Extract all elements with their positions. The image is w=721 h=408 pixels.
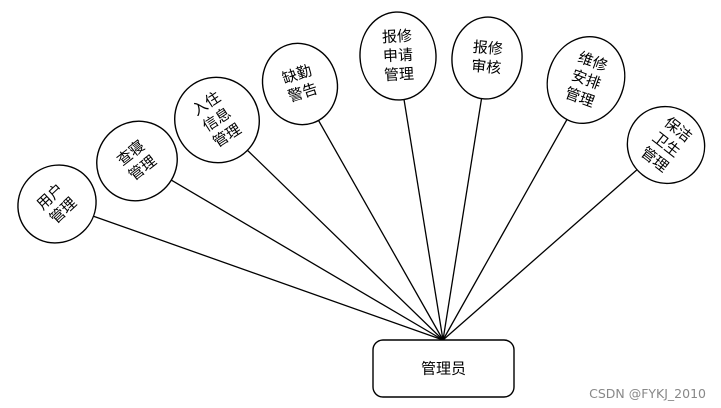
node-label-repair-request-1: 报修	[382, 27, 413, 47]
center-node-label: 管理员	[421, 360, 466, 378]
node-ellipse-repair-review	[451, 16, 523, 100]
edge-user-mgmt	[92, 215, 444, 341]
node-ellipse-dorm-check	[96, 120, 178, 202]
watermark-text: CSDN @FYKJ_2010	[589, 386, 706, 401]
node-label-repair-review-2: 审核	[470, 57, 501, 78]
node-ellipse-cleaning-mgmt	[626, 105, 706, 185]
edge-residence-info	[245, 148, 444, 341]
edge-cleaning-mgmt	[442, 168, 639, 341]
center-node: 管理员	[372, 339, 515, 398]
node-label-repair-request-3: 管理	[384, 65, 415, 85]
edge-absence-warning	[316, 117, 444, 341]
node-label-repair-request-2: 申请	[383, 46, 414, 66]
edge-dorm-check	[170, 179, 444, 341]
edge-repair-review	[442, 96, 483, 341]
diagram-nodes: 用户管理查寝管理入住信息管理缺勤警告报修申请管理报修审核维修安排管理保洁卫生管理	[17, 11, 706, 244]
diagram-edges	[92, 96, 639, 341]
node-ellipse-absence-warning	[261, 42, 339, 126]
center-node-box	[372, 339, 515, 398]
edge-repair-request	[403, 97, 444, 341]
edge-repair-arrangement	[442, 116, 570, 341]
node-ellipse-repair-arrangement	[546, 35, 626, 125]
node-label-repair-review-1: 报修	[472, 38, 503, 59]
node-ellipse-repair-request	[359, 11, 437, 101]
node-ellipse-residence-info	[174, 76, 260, 164]
